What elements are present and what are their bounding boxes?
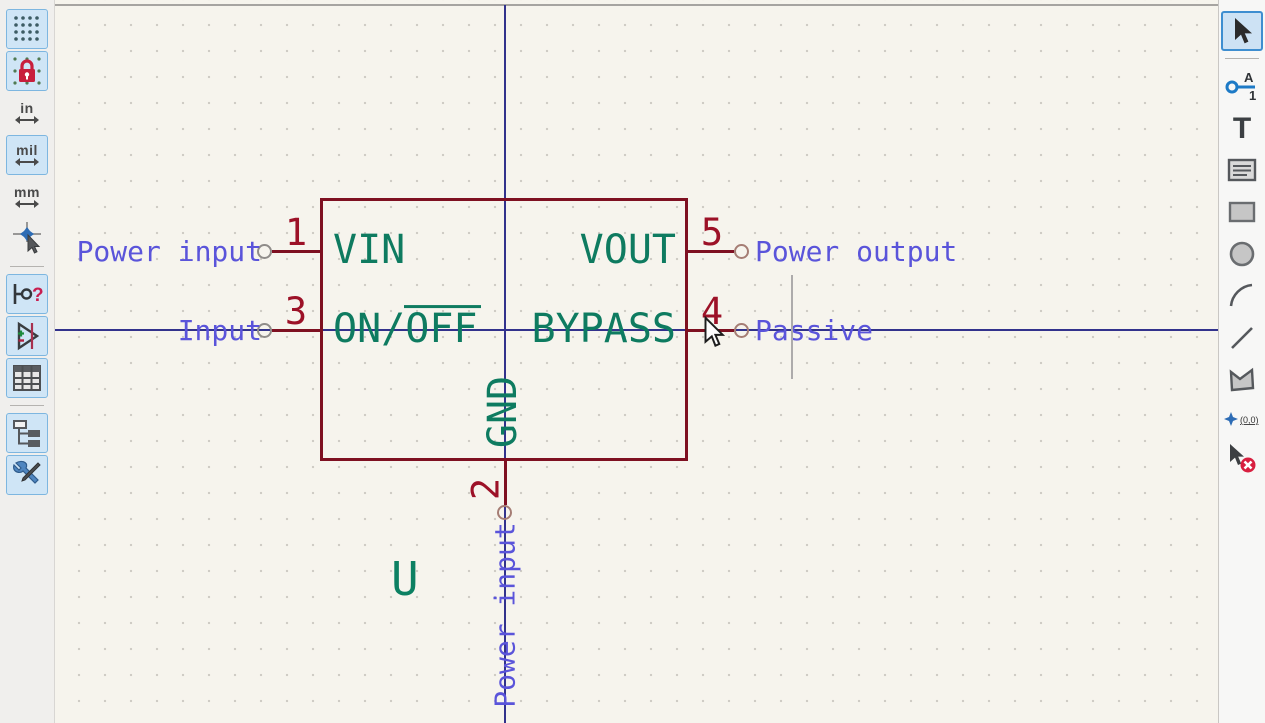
anchor-icon: (0,0) (1224, 412, 1259, 426)
double-arrow-icon (15, 157, 39, 166)
add-line-button[interactable] (1221, 318, 1263, 358)
toolbar-separator (10, 266, 44, 267)
mouse-cursor-icon (704, 316, 725, 347)
pin-2-line[interactable] (504, 461, 507, 505)
toolbar-separator (10, 405, 44, 406)
add-pin-button[interactable]: A 1 (1221, 66, 1263, 106)
pin-3-name-overline: OFF (404, 305, 481, 352)
units-mils-button[interactable]: mil (6, 135, 48, 175)
double-arrow-icon (15, 115, 39, 124)
right-toolbar: A 1 T (1218, 0, 1265, 723)
pin-3-line[interactable] (272, 329, 320, 332)
svg-text:T: T (1233, 113, 1251, 143)
units-inches-label: in (20, 99, 34, 116)
pin-1-number[interactable]: 1 (284, 211, 308, 254)
overline-bar (404, 305, 481, 309)
crosshair-cursor-icon (13, 222, 41, 254)
schematic-canvas[interactable]: 1 VIN Power input 3 ON/OFF Input 5 VOUT … (55, 0, 1218, 723)
add-circle-button[interactable] (1221, 234, 1263, 274)
rectangle-icon (1228, 201, 1256, 223)
grid-lock-button[interactable] (6, 51, 48, 91)
toolbar-separator (1225, 58, 1259, 59)
reference-text[interactable]: U (391, 552, 419, 606)
move-anchor-button[interactable]: (0,0) (1221, 402, 1263, 436)
pin-3-type-label: Input (177, 313, 262, 347)
pin-question-icon: ? (13, 284, 43, 306)
wrench-icon (13, 460, 41, 484)
units-mm-label: mm (14, 183, 40, 200)
pin-3-number[interactable]: 3 (284, 290, 308, 333)
pin-table-button[interactable] (6, 358, 48, 398)
svg-text:(0,0): (0,0) (1240, 415, 1259, 425)
pin-4-circle[interactable] (734, 323, 749, 338)
pin-electrical-type-button[interactable]: ? (6, 274, 48, 314)
text-icon: T (1233, 113, 1251, 143)
symbol-body-rect[interactable] (320, 198, 688, 461)
grid-toggle-button[interactable] (6, 9, 48, 49)
pin-icon: A 1 (1225, 70, 1256, 102)
pin-1-line[interactable] (272, 250, 320, 253)
lock-icon (13, 57, 41, 85)
units-mils-label: mil (16, 141, 38, 158)
pin-3-name[interactable]: ON/OFF (333, 305, 481, 353)
add-rectangle-button[interactable] (1221, 192, 1263, 232)
pin-1-name[interactable]: VIN (333, 227, 406, 274)
delete-cursor-icon (1230, 444, 1256, 473)
pin-5-number[interactable]: 5 (700, 211, 724, 254)
polygon-icon (1229, 367, 1255, 392)
circle-icon (1229, 241, 1255, 267)
y-axis-line (504, 5, 506, 723)
library-tree-button[interactable] (6, 413, 48, 453)
table-icon (13, 365, 41, 391)
svg-text:A: A (1244, 70, 1254, 85)
pin-2-name[interactable]: GND (480, 375, 526, 449)
arc-icon (1229, 283, 1253, 307)
units-mm-button[interactable]: mm (6, 177, 48, 217)
edit-crosshair-line (791, 275, 793, 379)
pin-5-line[interactable] (688, 250, 734, 253)
add-arc-button[interactable] (1221, 276, 1263, 316)
canvas-top-border (55, 4, 1218, 6)
pin-1-type-label: Power input (76, 234, 262, 268)
left-toolbar: in mil mm (0, 0, 55, 723)
add-text-button[interactable]: T (1221, 108, 1263, 148)
symbol-properties-button[interactable] (6, 455, 48, 495)
arrow-cursor-icon (1235, 18, 1252, 44)
pin-4-name[interactable]: BYPASS (531, 306, 677, 353)
pin-2-type-label: Power input (488, 522, 522, 708)
add-polygon-button[interactable] (1221, 360, 1263, 400)
pin-5-type-label: Power output (755, 234, 958, 268)
pin-5-name[interactable]: VOUT (579, 227, 676, 274)
add-textbox-button[interactable] (1221, 150, 1263, 190)
pin-1-circle[interactable] (257, 244, 272, 259)
x-axis-line (55, 329, 1218, 331)
grid-dots-icon (14, 16, 39, 41)
svg-text:1: 1 (1249, 88, 1256, 102)
pin-2-circle[interactable] (497, 505, 512, 520)
textbox-icon (1227, 158, 1257, 182)
hierarchy-icon (13, 420, 40, 447)
crosshair-cursor-button[interactable] (6, 219, 48, 259)
pin-3-circle[interactable] (257, 323, 272, 338)
symbol-body-style-button[interactable] (6, 316, 48, 356)
pin-5-circle[interactable] (734, 244, 749, 259)
units-inches-button[interactable]: in (6, 93, 48, 133)
double-arrow-icon (15, 199, 39, 208)
pin-3-name-prefix: ON/ (333, 306, 406, 353)
line-icon (1231, 327, 1253, 349)
select-tool-button[interactable] (1221, 11, 1263, 51)
opamp-icon (17, 321, 40, 351)
pin-4-type-label: Passive (755, 313, 874, 347)
delete-tool-button[interactable] (1221, 438, 1263, 478)
svg-text:?: ? (32, 285, 43, 306)
pin-2-number[interactable]: 2 (464, 477, 508, 501)
